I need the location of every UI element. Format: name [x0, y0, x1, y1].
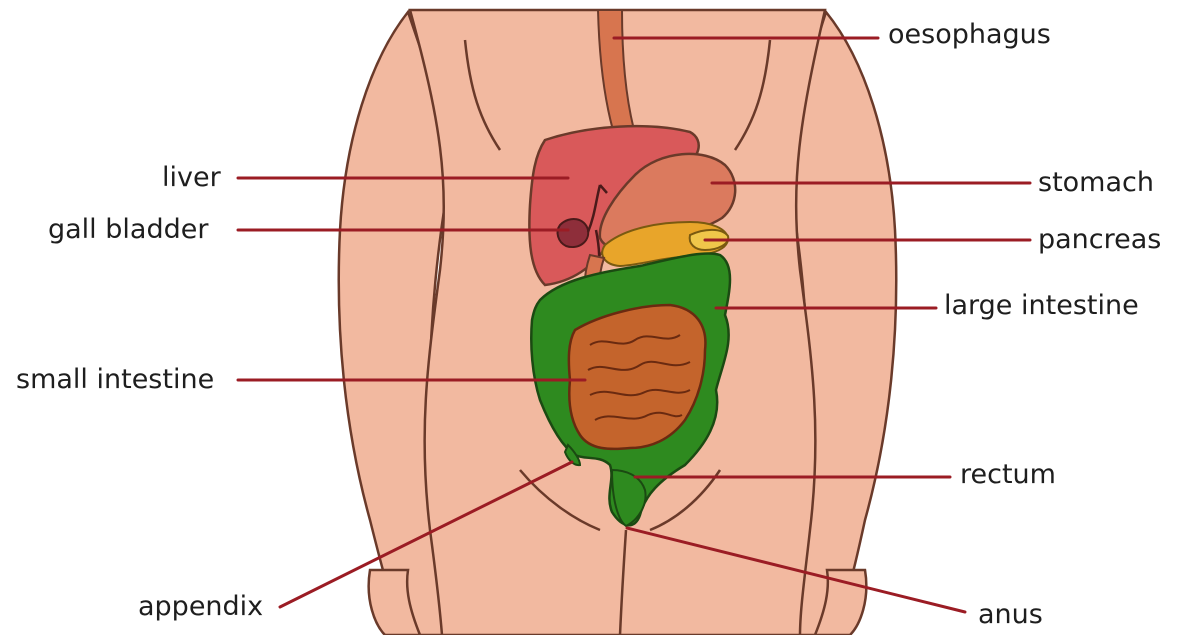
label-large-intestine: large intestine	[944, 290, 1139, 321]
label-liver: liver	[162, 162, 222, 193]
label-appendix: appendix	[138, 591, 263, 622]
label-oesophagus: oesophagus	[888, 19, 1051, 50]
label-stomach: stomach	[1038, 167, 1154, 198]
label-gall-bladder: gall bladder	[48, 214, 209, 245]
label-anus: anus	[978, 599, 1043, 630]
label-rectum: rectum	[960, 459, 1056, 490]
gall-bladder-organ	[558, 219, 589, 247]
label-small-intestine: small intestine	[16, 364, 214, 395]
label-pancreas: pancreas	[1038, 224, 1161, 255]
